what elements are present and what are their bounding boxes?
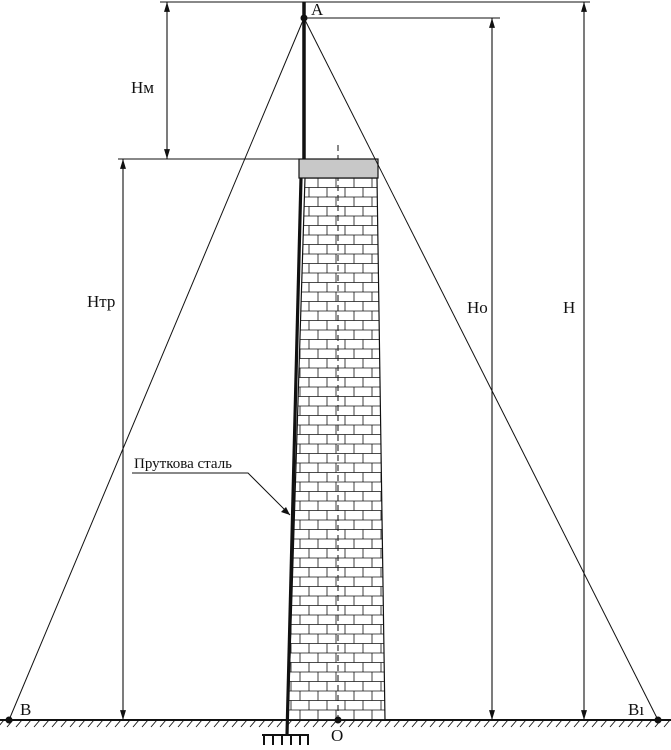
dimension-lines	[120, 2, 587, 720]
point-a-dot	[300, 14, 308, 22]
chimney-cap	[298, 158, 379, 179]
zone-line-right	[303, 17, 659, 721]
label-point-a: A	[311, 0, 324, 19]
point-o-dot	[334, 716, 342, 724]
label-h-zero: Ho	[467, 298, 488, 317]
label-point-b: B	[20, 700, 31, 719]
lightning-rod	[262, 2, 309, 745]
zone-line-left	[8, 17, 305, 721]
protection-zone	[8, 17, 659, 721]
point-b1-dot	[654, 716, 662, 724]
points	[5, 14, 662, 724]
ground-electrode	[262, 734, 309, 745]
chimney-outline	[287, 177, 386, 721]
extension-lines	[118, 1, 590, 160]
label-point-b1: Bı	[628, 700, 644, 719]
label-h-pipe: Hтр	[87, 292, 115, 311]
down-conductor	[285, 177, 303, 736]
label-h-total: H	[563, 298, 575, 317]
chimney	[287, 145, 386, 721]
point-b-dot	[5, 716, 13, 724]
label-rod-note: Пруткова сталь	[134, 456, 232, 472]
rod-note-arrowhead	[281, 507, 290, 515]
label-h-mast: Hм	[131, 78, 154, 97]
rod-note-leader	[132, 472, 291, 516]
label-point-o: O	[331, 726, 343, 745]
